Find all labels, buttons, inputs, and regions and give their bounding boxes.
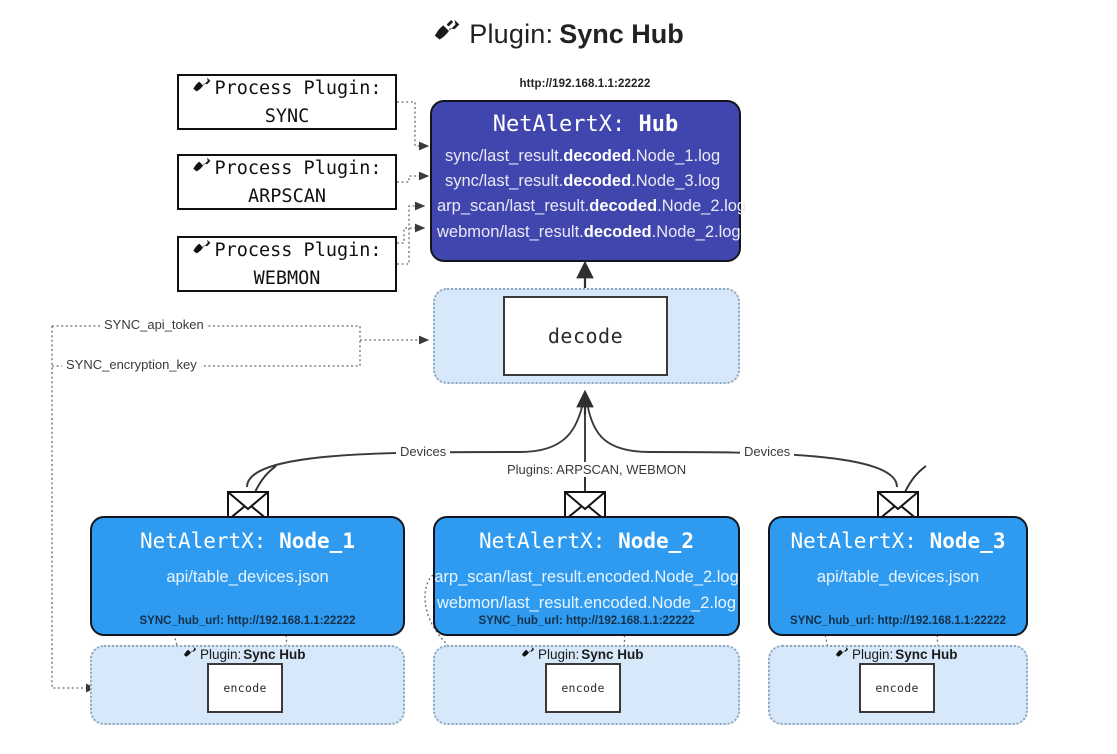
plug-icon (192, 75, 213, 104)
plug-icon (835, 645, 850, 663)
process-plugin-box-sync[interactable]: Process Plugin: SYNC (177, 74, 397, 130)
plugin-label-node1: Plugin: Sync Hub (183, 645, 306, 663)
plug-icon (192, 155, 213, 184)
plug-icon (433, 16, 463, 53)
edge-webmon-to-hub (397, 223, 426, 244)
hub-url-label: http://192.168.1.1:22222 (519, 78, 651, 90)
edge-node1-curve (246, 451, 521, 488)
plugin-label-prefix: Plugin: (852, 646, 894, 662)
hub-line: arp_scan/last_result.decoded.Node_2.log (437, 197, 747, 216)
hub-line: webmon/last_result.decoded.Node_2.log (437, 222, 741, 241)
page-title-name: Sync Hub (559, 19, 684, 49)
plugin-label-node2: Plugin: Sync Hub (521, 645, 644, 663)
node-url: SYNC_hub_url: http://192.168.1.1:22222 (478, 615, 695, 627)
page-title-prefix: Plugin: (469, 19, 554, 49)
plug-icon (521, 645, 536, 663)
node-line: api/table_devices.json (816, 568, 980, 586)
hub-title-prefix: NetAlertX: (492, 112, 626, 137)
edge-sync-to-hub (397, 101, 430, 151)
plugin-label-prefix: Plugin: (200, 646, 242, 662)
plugin-label-name: Sync Hub (895, 646, 958, 662)
process-plugin-name: WEBMON (253, 267, 321, 289)
stem-node3 (904, 465, 927, 493)
node-title: NetAlertX: Node_3 (790, 529, 1006, 553)
hub-box[interactable]: NetAlertX: Hub sync/last_result.decoded.… (430, 100, 746, 262)
node-title: NetAlertX: Node_2 (479, 529, 694, 553)
hub-line: sync/last_result.decoded.Node_3.log (445, 172, 721, 191)
node-url: SYNC_hub_url: http://192.168.1.1:22222 (139, 615, 356, 627)
node-box-node3[interactable]: NetAlertX: Node_3 api/table_devices.json… (768, 516, 1028, 636)
node-title: NetAlertX: Node_1 (140, 529, 355, 553)
encode-box-node3[interactable]: encode (859, 663, 935, 713)
node-box-node1[interactable]: NetAlertX: Node_1 api/table_devices.json… (90, 516, 405, 636)
process-plugin-label: Process Plugin: (214, 240, 382, 262)
edge-secrets-to-encode-region (51, 326, 97, 693)
plug-icon (192, 237, 213, 266)
stem-node1 (254, 465, 277, 493)
plugin-label-prefix: Plugin: (538, 646, 580, 662)
process-plugin-label: Process Plugin: (214, 78, 382, 100)
node-url: SYNC_hub_url: http://192.168.1.1:22222 (789, 615, 1007, 627)
node-line: arp_scan/last_result.encoded.Node_2.log (434, 568, 739, 586)
edge-arpscan2-to-hub (397, 201, 426, 265)
edge-node1-curve-up (519, 397, 585, 453)
edge-label-devices-right: Devices (740, 444, 795, 459)
plugin-label-node3: Plugin: Sync Hub (835, 645, 958, 663)
hub-title-name: Hub (638, 112, 679, 137)
edge-label-devices-left: Devices (396, 444, 451, 459)
plug-icon (183, 645, 198, 663)
edge-arpscan-to-hub (397, 171, 430, 183)
hub-title: NetAlertX: Hub (493, 112, 678, 137)
plugin-label-name: Sync Hub (581, 646, 644, 662)
encode-box-node2[interactable]: encode (545, 663, 621, 713)
process-plugin-label: Process Plugin: (214, 158, 382, 180)
process-plugin-box-webmon[interactable]: Process Plugin: WEBMON (177, 236, 397, 292)
edge-node3-curve-up (585, 397, 651, 453)
node-box-node2[interactable]: NetAlertX: Node_2 arp_scan/last_result.e… (433, 516, 740, 636)
hub-line: sync/last_result.decoded.Node_1.log (445, 147, 721, 165)
node-line: api/table_devices.json (166, 568, 329, 586)
secret-label-api-token: SYNC_api_token (100, 317, 208, 332)
edge-label-plugins-middle: Plugins: ARPSCAN, WEBMON (503, 462, 691, 477)
encode-box-node1[interactable]: encode (207, 663, 283, 713)
plugin-label-name: Sync Hub (243, 646, 306, 662)
process-plugin-name: ARPSCAN (248, 185, 326, 207)
node-line: webmon/last_result.encoded.Node_2.log (436, 594, 737, 613)
decode-box[interactable]: decode (503, 296, 668, 376)
process-plugin-name: SYNC (264, 105, 310, 127)
page-title: Plugin: Sync Hub (0, 16, 1117, 53)
process-plugin-box-arpscan[interactable]: Process Plugin: ARPSCAN (177, 154, 397, 210)
secret-label-encryption-key: SYNC_encryption_key (62, 357, 201, 372)
